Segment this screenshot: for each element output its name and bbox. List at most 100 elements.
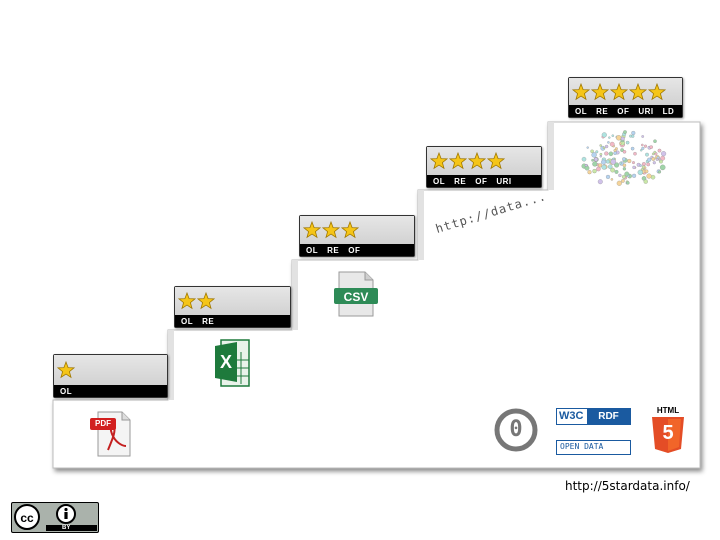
cloud-node xyxy=(622,175,626,179)
star-icon xyxy=(303,221,321,239)
cloud-node xyxy=(620,162,622,164)
cloud-node xyxy=(626,141,629,144)
csv-file-icon: CSV xyxy=(333,270,379,318)
svg-text:X: X xyxy=(220,352,232,372)
open-license-zero-icon: 0 xyxy=(494,408,538,452)
cloud-node xyxy=(645,170,648,173)
badge-four-stars: OL RE OF URI xyxy=(426,146,542,188)
cloud-node xyxy=(626,181,629,184)
badge-labels: OL RE OF URI xyxy=(427,175,541,187)
cloud-node xyxy=(610,168,614,172)
cloud-node xyxy=(647,174,652,179)
label-re: RE xyxy=(454,177,466,186)
cloud-node xyxy=(612,135,614,137)
star-icon xyxy=(648,83,666,101)
cloud-node xyxy=(619,142,621,144)
label-ol: OL xyxy=(60,387,72,396)
cloud-node xyxy=(621,179,624,182)
cloud-node xyxy=(623,150,626,153)
w3c-rdf-badge: W3C RDF xyxy=(556,408,631,425)
badge-one-star: OL xyxy=(53,354,168,398)
html-label: HTML xyxy=(648,406,688,415)
cloud-node xyxy=(656,158,658,160)
cloud-node xyxy=(622,157,625,160)
cloud-node xyxy=(659,160,662,163)
w3c-label: W3C xyxy=(559,410,583,422)
pdf-file-icon: PDF xyxy=(88,410,132,458)
footer-url[interactable]: http://5stardata.info/ xyxy=(565,479,690,493)
cloud-node xyxy=(606,160,610,164)
label-of: OF xyxy=(617,107,629,116)
cloud-node xyxy=(629,135,632,138)
linked-data-cloud-icon xyxy=(580,128,668,190)
cloud-node xyxy=(593,169,597,173)
cloud-node xyxy=(617,181,622,186)
cloud-node xyxy=(644,180,648,184)
cc-by-license-badge: cc BY xyxy=(11,502,99,533)
cloud-node xyxy=(644,145,647,148)
label-ol: OL xyxy=(575,107,587,116)
badge-two-stars: OL RE xyxy=(174,286,291,328)
license-by-label: BY xyxy=(62,525,70,531)
star-icon xyxy=(430,152,448,170)
cloud-node xyxy=(632,161,635,164)
badge-labels: OL RE OF xyxy=(300,244,414,256)
cloud-node xyxy=(660,165,665,170)
badge-labels: OL RE OF URI LD xyxy=(569,105,682,117)
cloud-node xyxy=(594,158,598,162)
html-version: 5 xyxy=(648,422,688,445)
html5-logo-icon: HTML 5 xyxy=(648,406,688,454)
cloud-node xyxy=(631,147,634,150)
cloud-node xyxy=(627,159,631,163)
cloud-node xyxy=(642,162,646,166)
cloud-node xyxy=(650,146,653,149)
label-of: OF xyxy=(475,177,487,186)
cloud-node xyxy=(661,156,665,160)
stars-row xyxy=(300,216,414,244)
badge-three-stars: OL RE OF xyxy=(299,215,415,257)
cloud-node xyxy=(611,159,616,164)
cloud-node xyxy=(587,147,589,149)
label-ol: OL xyxy=(181,317,193,326)
cloud-node xyxy=(602,165,607,170)
cloud-node xyxy=(603,147,605,149)
cloud-node xyxy=(661,151,666,156)
cloud-node xyxy=(641,147,644,150)
star-icon xyxy=(57,361,75,379)
label-ol: OL xyxy=(306,246,318,255)
cloud-node xyxy=(641,168,643,170)
cloud-node xyxy=(605,145,608,148)
cloud-node xyxy=(608,137,610,139)
label-uri: URI xyxy=(496,177,511,186)
stars-row xyxy=(54,355,167,385)
pdf-label: PDF xyxy=(92,419,114,428)
cloud-node xyxy=(614,152,617,155)
cloud-node xyxy=(623,164,626,167)
cloud-node xyxy=(639,164,641,166)
cloud-node xyxy=(598,179,603,184)
label-ol: OL xyxy=(433,177,445,186)
label-uri: URI xyxy=(638,107,653,116)
cloud-node xyxy=(588,170,592,174)
rdf-label: RDF xyxy=(587,409,630,424)
cloud-node xyxy=(592,162,597,167)
star-icon xyxy=(591,83,609,101)
cloud-node xyxy=(582,157,586,161)
label-ld: LD xyxy=(663,107,675,116)
cloud-node xyxy=(596,167,600,171)
zero-label: 0 xyxy=(494,417,538,442)
cloud-node xyxy=(632,174,636,178)
star-icon xyxy=(341,221,359,239)
label-of: OF xyxy=(348,246,360,255)
star-icon xyxy=(197,292,215,310)
cloud-node xyxy=(611,178,613,180)
cloud-node xyxy=(621,137,625,141)
star-icon xyxy=(322,221,340,239)
svg-text:cc: cc xyxy=(20,511,34,525)
cloud-node xyxy=(647,158,651,162)
cloud-node xyxy=(610,142,614,146)
cloud-node xyxy=(658,171,661,174)
cloud-node xyxy=(596,151,599,154)
star-icon xyxy=(178,292,196,310)
open-data-badge: OPEN DATA xyxy=(556,440,631,455)
